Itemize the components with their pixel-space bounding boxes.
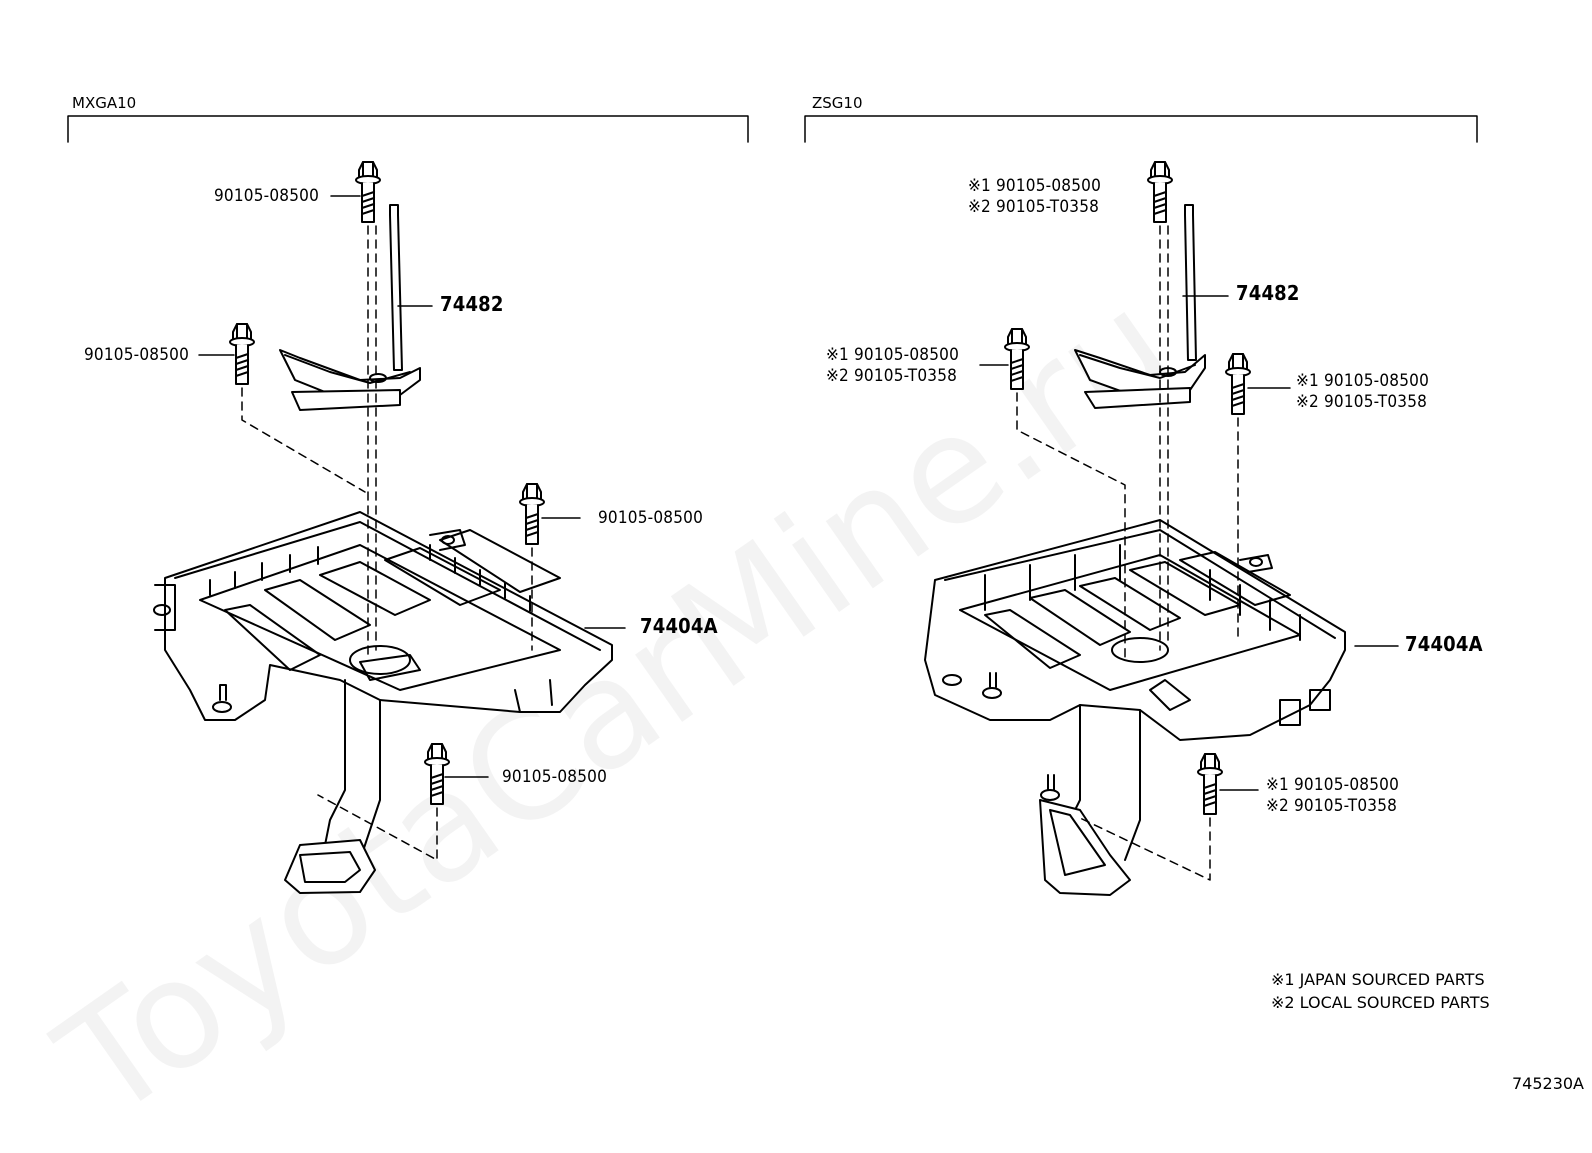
- left-bolt-bottom: [424, 743, 450, 805]
- right-bolt-top-japan: ※1 90105-08500: [968, 176, 1102, 196]
- right-bolt-right-label: ※1 90105-08500 ※2 90105-T0358: [1296, 371, 1429, 413]
- right-bolt-bottom: [1197, 753, 1223, 815]
- right-bolt-bottom-label: ※1 90105-08500 ※2 90105-T0358: [1266, 775, 1399, 817]
- note-local-sourced: ※2 LOCAL SOURCED PARTS: [1271, 993, 1490, 1012]
- left-leader-lines: [198, 195, 626, 778]
- left-bolt-right: [519, 483, 545, 545]
- left-tray-label: 74404A: [640, 614, 718, 638]
- left-section-title: MXGA10: [72, 94, 137, 112]
- right-battery-clamp: [1074, 204, 1206, 409]
- left-bolt-left-label: 90105-08500: [84, 345, 190, 365]
- right-bolt-left: [1004, 328, 1030, 390]
- right-bolt-top-label: ※1 90105-08500 ※2 90105-T0358: [968, 176, 1101, 218]
- left-clamp-label: 74482: [440, 292, 504, 316]
- right-bolt-top-local: ※2 90105-T0358: [968, 197, 1100, 217]
- right-clamp-label: 74482: [1236, 281, 1300, 305]
- left-bolt-left: [229, 323, 255, 385]
- left-bolt-top: [355, 161, 381, 223]
- left-section-bracket: [67, 115, 749, 143]
- right-bolt-left-label: ※1 90105-08500 ※2 90105-T0358: [826, 345, 959, 387]
- left-bolt-bottom-label: 90105-08500: [502, 767, 608, 787]
- left-assembly-lines: [241, 225, 533, 861]
- left-bolt-right-label: 90105-08500: [598, 508, 704, 528]
- left-bolt-top-label: 90105-08500: [214, 186, 320, 206]
- diagram-code: 745230A: [1511, 1074, 1584, 1093]
- right-assembly-lines: [1016, 225, 1239, 881]
- parts-diagram: [67, 115, 1478, 896]
- right-bolt-left-japan: ※1 90105-08500: [826, 345, 960, 365]
- right-bolt-left-local: ※2 90105-T0358: [826, 366, 958, 386]
- right-section-title: ZSG10: [812, 94, 863, 112]
- left-battery-tray: [153, 511, 613, 894]
- right-bolt-bottom-japan: ※1 90105-08500: [1266, 775, 1400, 795]
- sourcing-notes: ※1 JAPAN SOURCED PARTS ※2 LOCAL SOURCED …: [1271, 968, 1490, 1014]
- right-bolt-top: [1147, 161, 1173, 223]
- right-bolt-right-local: ※2 90105-T0358: [1296, 392, 1428, 412]
- left-battery-clamp: [279, 204, 421, 411]
- right-tray-label: 74404A: [1405, 632, 1483, 656]
- right-bolt-bottom-local: ※2 90105-T0358: [1266, 796, 1398, 816]
- right-battery-tray: [924, 519, 1346, 896]
- note-japan-sourced: ※1 JAPAN SOURCED PARTS: [1271, 970, 1485, 989]
- right-leader-lines: [979, 295, 1399, 791]
- right-bolt-right: [1225, 353, 1251, 415]
- right-section-bracket: [804, 115, 1478, 143]
- right-bolt-right-japan: ※1 90105-08500: [1296, 371, 1430, 391]
